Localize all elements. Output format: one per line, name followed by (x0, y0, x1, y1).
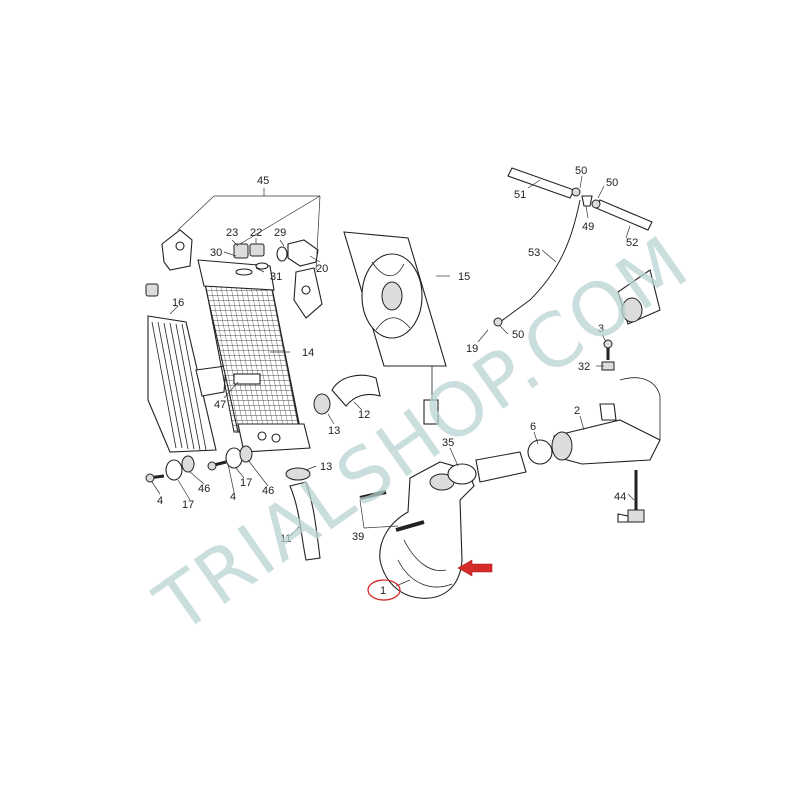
callout-13b: 13 (320, 461, 332, 473)
callout-3: 3 (598, 323, 604, 335)
callout-23: 23 (226, 227, 238, 239)
callout-14: 14 (302, 347, 314, 359)
breather-hose-part-53 (499, 199, 581, 323)
callout-17a: 17 (182, 499, 194, 511)
callout-53: 53 (528, 247, 540, 259)
bracket-part-45 (161, 229, 323, 319)
hose-part-12 (313, 374, 381, 415)
callout-22: 22 (250, 227, 262, 239)
callout-31: 31 (270, 271, 282, 283)
callout-44: 44 (614, 491, 626, 503)
cooling-fan-part-15 (343, 231, 447, 425)
pipe-part-35 (475, 451, 527, 483)
callout-2: 2 (574, 405, 580, 417)
callout-39: 39 (352, 531, 364, 543)
callout-51: 51 (514, 189, 526, 201)
leader-lines (151, 175, 635, 587)
callout-29: 29 (274, 227, 286, 239)
callout-50b: 50 (575, 165, 587, 177)
callout-4b: 4 (230, 491, 236, 503)
radiator-cap-parts (233, 239, 319, 276)
callout-1: 1 (380, 585, 386, 597)
callout-15: 15 (458, 271, 470, 283)
callout-19: 19 (466, 343, 478, 355)
callout-6: 6 (530, 421, 536, 433)
callout-50a: 50 (512, 329, 524, 341)
mounting-hardware (145, 283, 253, 483)
breather-hose-part-51 (507, 167, 575, 199)
selected-part-highlight (367, 579, 401, 601)
gasket-part-35 (447, 463, 477, 485)
exhaust-header-part-1 (379, 461, 475, 599)
pipe-part-2 (551, 377, 661, 465)
drain-valve-part-44 (617, 470, 645, 523)
clamps-part-50 (493, 187, 601, 327)
callout-45: 45 (257, 175, 269, 187)
callout-4a: 4 (157, 495, 163, 507)
callout-30: 30 (210, 247, 222, 259)
callout-20: 20 (316, 263, 328, 275)
callout-46b: 46 (262, 485, 274, 497)
callout-47: 47 (214, 399, 226, 411)
callout-12: 12 (358, 409, 370, 421)
callout-11: 11 (280, 533, 291, 545)
callout-16: 16 (172, 297, 184, 309)
radiator-grille (147, 315, 227, 453)
radiator-core (197, 259, 311, 453)
callout-49: 49 (582, 221, 594, 233)
callout-50c: 50 (606, 177, 618, 189)
red-arrow-pointer-icon (457, 559, 493, 577)
callout-13a: 13 (328, 425, 340, 437)
callout-32: 32 (578, 361, 590, 373)
callout-labels: 45 23 22 29 30 31 20 16 14 15 47 12 13 1… (157, 165, 638, 601)
silencer-end (617, 269, 661, 325)
gasket-part-6 (527, 439, 553, 465)
breather-hose-part-52 (595, 199, 653, 231)
callout-35: 35 (442, 437, 454, 449)
callout-17b: 17 (240, 477, 252, 489)
callout-46a: 46 (198, 483, 210, 495)
callout-52: 52 (626, 237, 638, 249)
studs-part-39 (359, 490, 425, 532)
hose-part-11 (285, 467, 321, 561)
